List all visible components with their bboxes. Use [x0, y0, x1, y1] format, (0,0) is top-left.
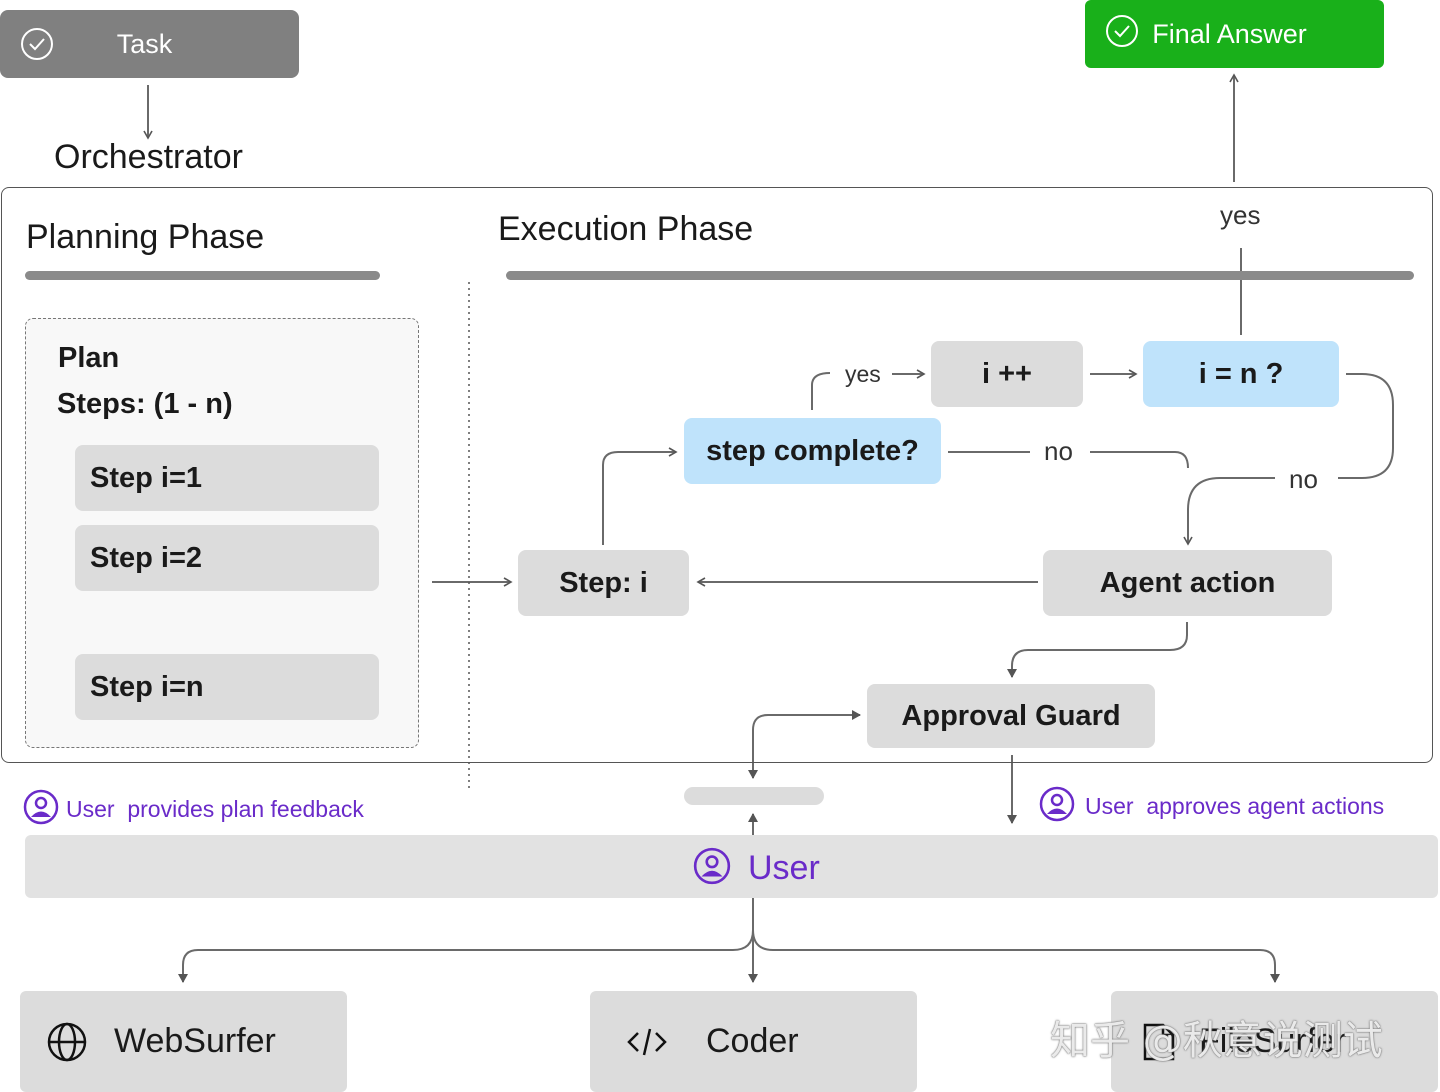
- feedback-bar: [684, 787, 824, 805]
- user-bar: [25, 835, 1438, 898]
- increment-node: i ++: [931, 341, 1083, 407]
- user-bar-label: User: [748, 849, 820, 887]
- step-complete-node: step complete?: [684, 418, 941, 484]
- plan-step-2: Step i=2: [75, 525, 379, 591]
- user-bar-content: User: [692, 846, 820, 891]
- user-icon: [22, 788, 60, 831]
- approves-note: User approves agent actions: [1038, 785, 1384, 828]
- execution-phase-bar: [506, 271, 1414, 280]
- step-complete-label: step complete?: [706, 434, 919, 467]
- planning-phase-bar: [25, 271, 380, 280]
- plan-step-label: Step i=n: [90, 670, 204, 703]
- orchestrator-container: [1, 187, 1433, 763]
- agent-action-node: Agent action: [1043, 550, 1332, 616]
- file-icon: [1141, 1021, 1177, 1063]
- approves-text: User approves agent actions: [1085, 793, 1385, 819]
- agent-label: Coder: [706, 1022, 799, 1060]
- increment-label: i ++: [982, 357, 1032, 390]
- user-icon: [692, 846, 732, 891]
- watermark: 知乎 @秋意说测试: [1050, 1018, 1383, 1064]
- task-label: Task: [116, 28, 173, 59]
- approval-guard-node: Approval Guard: [867, 684, 1155, 748]
- plan-step-label: Step i=1: [90, 461, 203, 494]
- execution-phase-title: Execution Phase: [498, 210, 754, 248]
- agent-label: WebSurfer: [114, 1022, 276, 1060]
- check-n-node: i = n ?: [1143, 341, 1339, 407]
- check-circle-icon: [20, 27, 54, 68]
- agent-label: FileSurfer: [1199, 1022, 1347, 1060]
- yes-final-label: yes: [1220, 200, 1261, 230]
- check-circle-icon: [1105, 14, 1139, 55]
- agent-websurfer: WebSurfer: [20, 991, 347, 1092]
- plan-feedback-note: User provides plan feedback: [22, 788, 364, 831]
- plan-steps-label: Steps: (1 - n): [57, 388, 233, 420]
- agent-filesurfer: FileSurfer: [1111, 991, 1438, 1092]
- plan-title: Plan: [58, 342, 120, 374]
- plan-feedback-text: User provides plan feedback: [66, 796, 364, 822]
- agent-coder: Coder: [590, 991, 917, 1092]
- no-label-2: no: [1289, 464, 1318, 494]
- step-i-label: Step: i: [559, 566, 648, 599]
- check-n-label: i = n ?: [1198, 357, 1284, 390]
- step-i-node: Step: i: [518, 550, 689, 616]
- plan-step-label: Step i=2: [90, 541, 203, 574]
- planning-phase-title: Planning Phase: [26, 218, 265, 256]
- plan-step-1: Step i=1: [75, 445, 379, 511]
- yes-label: yes: [845, 361, 881, 387]
- plan-step-n: Step i=n: [75, 654, 379, 720]
- approval-guard-label: Approval Guard: [901, 699, 1121, 732]
- user-icon: [1038, 785, 1076, 828]
- globe-icon: [46, 1021, 88, 1063]
- code-icon: [626, 1021, 668, 1063]
- orchestrator-label: Orchestrator: [54, 138, 243, 176]
- final-answer-node: Final Answer: [1085, 0, 1384, 68]
- task-node: Task: [0, 10, 299, 78]
- agent-action-label: Agent action: [1099, 566, 1276, 599]
- no-label-1: no: [1044, 436, 1073, 466]
- final-answer-label: Final Answer: [1152, 18, 1307, 49]
